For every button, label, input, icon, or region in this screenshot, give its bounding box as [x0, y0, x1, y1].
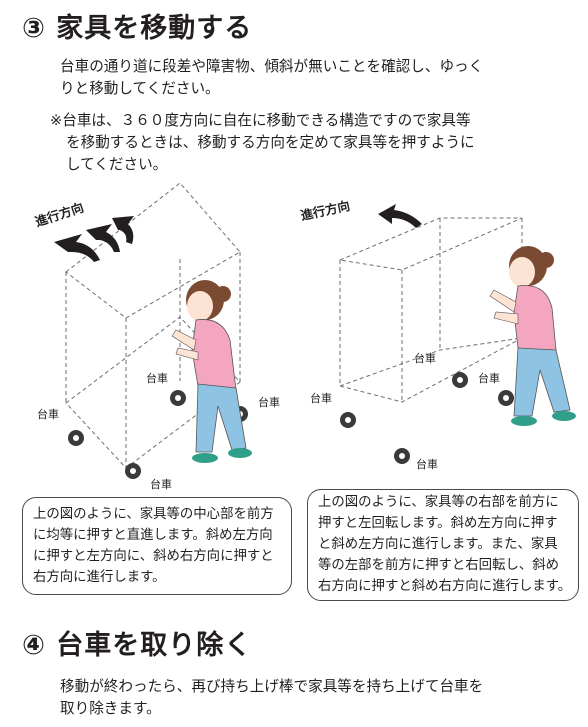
caption-line: に均等に押すと直進します。斜め左方向 [33, 528, 273, 543]
note-line: を移動するときは、移動する方向を定めて家具等を押すように [66, 134, 475, 151]
section-4-heading: ④ 台車を取り除く [22, 623, 252, 662]
section-4-body: 移動が終わったら、再び持ち上げ棒で家具等を持ち上げて台車を 取り除きます。 [60, 676, 483, 720]
rotate-arrow-icon [378, 204, 422, 228]
caster-label: 台車 [258, 396, 280, 409]
person-pushing-icon [489, 246, 576, 426]
right-furniture-illustration [338, 204, 576, 464]
section-4-title: 台車を取り除く [56, 630, 253, 661]
section-3-title: 家具を移動する [56, 13, 253, 44]
caption-line: 上の図のように、家具等の右部を前方に [318, 495, 559, 510]
caster-label: 台車 [150, 478, 172, 491]
caster-label: 台車 [37, 408, 59, 421]
section-3-intro: 台車の通り道に段差や障害物、傾斜が無いことを確認し、ゆっく りと移動してください… [60, 56, 483, 100]
caster-label: 台車 [416, 458, 438, 471]
left-furniture-illustration [54, 182, 252, 479]
right-figure: 進行方向 台車 台車 台車 台車 [299, 190, 588, 490]
left-caption-box: 上の図のように、家具等の中心部を前方 に均等に押すと直進します。斜め左方向 に押… [22, 497, 292, 595]
caster-label: 台車 [414, 352, 436, 365]
caption-line: 等の左部を前方に押すと右回転し、斜め [318, 558, 560, 573]
caster-label: 台車 [146, 372, 168, 385]
person-pushing-icon [171, 280, 252, 463]
forward-arrows-icon [54, 216, 134, 262]
intro-line: りと移動してください。 [60, 80, 220, 97]
caster-label: 台車 [310, 392, 332, 405]
caption-line: と斜め左方向に進行します。また、家具 [318, 537, 558, 552]
caster-icon [340, 372, 514, 464]
right-caption-box: 上の図のように、家具等の右部を前方に 押すと左回転します。斜め左方向に押す と斜… [307, 489, 579, 601]
caption-line: 上の図のように、家具等の中心部を前方 [33, 507, 274, 522]
section-3-note: ※台車は、３６０度方向に自在に移動できる構造ですので家具等 を移動するときは、移… [50, 110, 475, 176]
left-figure: 進行方向 台車 台車 台車 台車 [0, 182, 300, 491]
caption-line: 押すと左回転します。斜め左方向に押す [318, 516, 558, 531]
intro-line: 台車の通り道に段差や障害物、傾斜が無いことを確認し、ゆっく [60, 58, 484, 75]
caption-line: 右方向に進行します。 [33, 570, 166, 585]
body-line: 取り除きます。 [60, 700, 161, 717]
note-line: してください。 [66, 156, 168, 173]
caption-line: に押すと左方向に、斜め右方向に押すと [33, 549, 274, 564]
caption-line: 右方向に押すと斜め右方向に進行します。 [318, 579, 572, 594]
section-4-number: ④ [22, 630, 46, 661]
section-3-number: ③ [22, 13, 46, 44]
caster-label: 台車 [478, 372, 500, 385]
body-line: 移動が終わったら、再び持ち上げ棒で家具等を持ち上げて台車を [60, 678, 484, 695]
note-line: ※台車は、３６０度方向に自在に移動できる構造ですので家具等 [50, 112, 471, 129]
section-3-heading: ③ 家具を移動する [22, 6, 252, 45]
